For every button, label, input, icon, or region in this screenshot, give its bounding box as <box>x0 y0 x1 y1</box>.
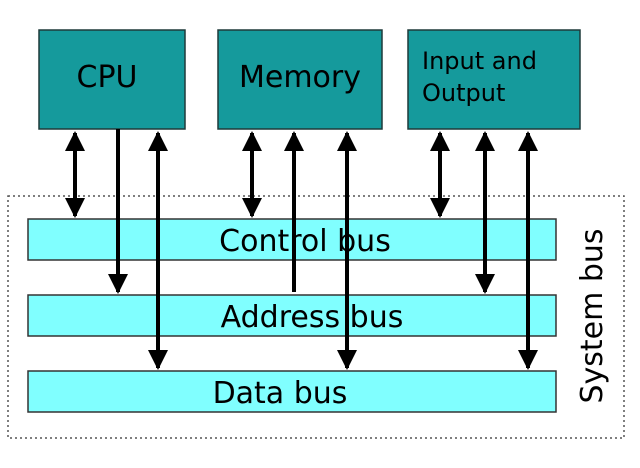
connection-arrows <box>65 129 538 370</box>
cpu-label: CPU <box>77 60 138 95</box>
cpu-box <box>38 29 186 130</box>
data-bus-bar <box>27 370 557 413</box>
system-bus-label: System bus <box>575 228 610 403</box>
address-bus-bar <box>27 294 557 337</box>
data-bus-label: Data bus <box>213 376 348 411</box>
memory-box <box>217 29 383 130</box>
io-label-line1: Input and <box>422 47 537 75</box>
io-box <box>407 29 581 130</box>
address-bus-label: Address bus <box>221 300 404 335</box>
control-bus-label: Control bus <box>219 224 391 259</box>
io-label-line2: Output <box>422 79 505 107</box>
system-bus-boundary <box>7 195 625 439</box>
memory-label: Memory <box>239 60 361 95</box>
